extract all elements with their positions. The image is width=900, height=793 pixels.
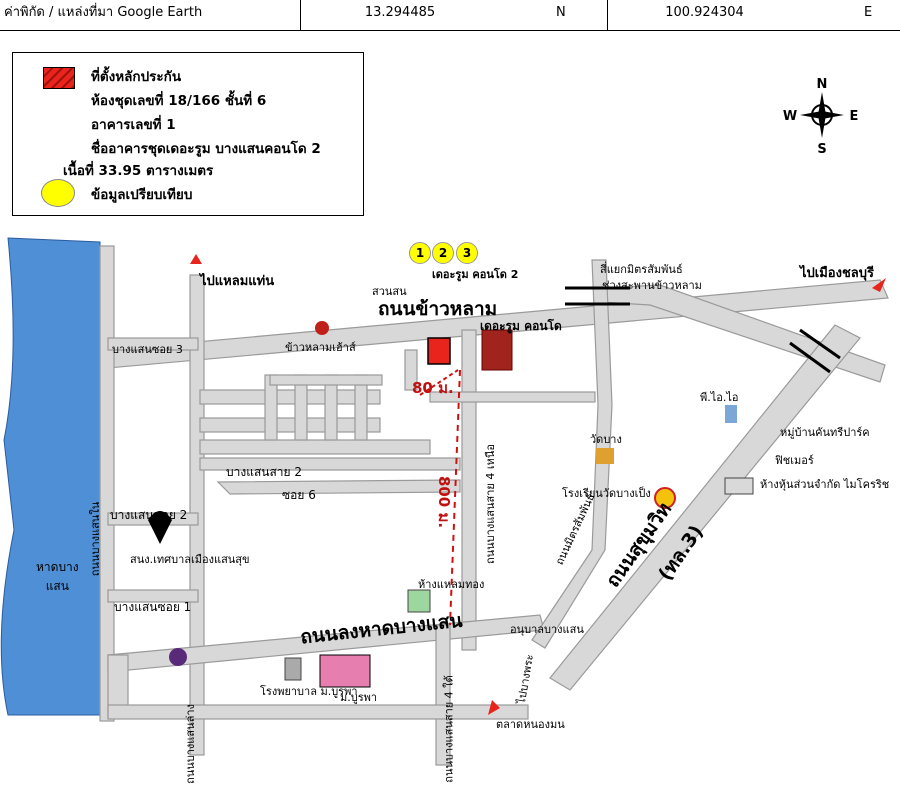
label-chonburi: ไปเมืองชลบุรี xyxy=(800,266,874,281)
legend-unit: ห้องชุดเลขที่ 18/166 ชั้นที่ 6 xyxy=(91,93,267,109)
label-beach: หาดบาง แสน xyxy=(36,560,79,593)
road-bangsaen-sai-2 xyxy=(199,457,461,471)
map-canvas xyxy=(0,237,889,766)
arrow-to-phaem-thaen xyxy=(190,254,202,264)
road-sai-4-north xyxy=(461,329,477,651)
grid-street xyxy=(199,389,381,405)
label-sai-4-south: ถนนบางแสนสาย 4 ใต้ xyxy=(442,675,456,783)
road-bangsaen-nai xyxy=(99,245,115,722)
label-soi-3: บางแสนซอย 3 xyxy=(112,343,183,356)
grid-street xyxy=(199,439,431,455)
coordinate-bar: ค่าพิกัด / แหล่งที่มา Google Earth 13.29… xyxy=(0,0,900,31)
label-bangsaen-lang: ถนนบางแสนล่าง xyxy=(183,704,197,784)
distance-line-80 xyxy=(419,369,459,396)
lane-to-condo xyxy=(429,391,596,403)
road-sukhumvit xyxy=(549,324,861,691)
arrow-to-chonburi xyxy=(872,278,886,292)
label-mall: ห้างแหลมทอง xyxy=(418,578,485,591)
label-municipality: สนง.เทศบาลเมืองแสนสุข xyxy=(130,553,250,566)
label-village: หมู่บ้านคันทรีปาร์ค xyxy=(780,426,870,439)
comparable-swatch xyxy=(41,179,75,207)
location-map: 1 2 3 เดอะรูม คอนโด 2 เดอะรูม คอนโด ถนนข… xyxy=(0,230,900,793)
compass-rose: N S E W xyxy=(783,78,859,154)
mall-icon xyxy=(407,589,431,613)
map-legend: ที่ตั้งหลักประกัน ห้องชุดเลขที่ 18/166 ช… xyxy=(12,52,364,216)
divider xyxy=(300,0,301,30)
label-bangsaen-sai-2: บางแสนสาย 2 xyxy=(226,465,303,479)
comparable-1: 1 xyxy=(409,242,431,264)
label-distance-80: 80 ม. xyxy=(412,379,454,397)
label-overpass: ช่วงสะพานข้าวหลาม xyxy=(602,279,702,292)
condo-building xyxy=(481,329,513,371)
label-university: ม.บูรพา xyxy=(340,691,378,704)
shell-station-icon xyxy=(654,487,676,509)
compass-n: N xyxy=(817,78,828,92)
label-sai-4-north: ถนนบางแสนสาย 4 เหนือ xyxy=(484,443,498,565)
latitude-dir: N xyxy=(556,5,566,20)
hospital-icon xyxy=(284,657,302,681)
temple-icon xyxy=(169,648,187,666)
legend-area: เนื้อที่ 33.95 ตารางเมตร xyxy=(63,163,214,179)
longitude-value: 100.924304 xyxy=(665,5,744,20)
label-condo-2: เดอะรูม คอนโด 2 xyxy=(432,268,519,281)
label-bangsaen-nai: ถนนบางแสนใน xyxy=(89,501,103,577)
sea-area xyxy=(0,237,105,716)
label-intersection: สี่แยกมิตรสัมพันธ์ xyxy=(600,263,683,276)
longitude-dir: E xyxy=(864,5,873,20)
legend-comparable: ข้อมูลเปรียบเทียบ xyxy=(91,187,193,203)
legend-building-name: ชื่ออาคารชุดเดอะรูม บางแสนคอนโด 2 xyxy=(91,141,321,157)
temple-building-icon xyxy=(596,448,614,464)
label-distance-800: 800 ม. xyxy=(435,475,454,529)
compass-needle-ew xyxy=(800,111,844,119)
restaurant-icon xyxy=(315,321,329,335)
label-khao-lam-road: ถนนข้าวหลาม xyxy=(378,298,498,320)
label-nongmon: ตลาดหนองมน xyxy=(496,718,565,731)
legend-building: อาคารเลขที่ 1 xyxy=(91,117,176,133)
coord-source-label: ค่าพิกัด / แหล่งที่มา Google Earth xyxy=(4,5,203,20)
comparable-2: 2 xyxy=(432,242,454,264)
lane-to-condo xyxy=(404,349,418,391)
label-suan: สวนสน xyxy=(372,285,407,298)
overpass xyxy=(789,328,841,374)
store-icon xyxy=(724,477,754,495)
distance-line-800 xyxy=(449,369,461,626)
label-soi-6: ซอย 6 xyxy=(282,488,316,502)
grid-street xyxy=(199,417,381,433)
label-anubal: อนุบาลบางแสน xyxy=(510,623,584,636)
soi-3-road xyxy=(107,337,199,351)
divider xyxy=(607,0,608,30)
label-school: โรงเรียนวัดบางเป็ง xyxy=(562,487,651,500)
arrow-to-bangphra xyxy=(488,700,500,715)
collateral-swatch xyxy=(43,67,75,89)
label-soi-2: บางแสนซอย 2 xyxy=(110,508,188,522)
road-south xyxy=(107,704,529,720)
label-store: ห้างหุ้นส่วนจำกัด ไมโครริช xyxy=(760,478,890,491)
label-makro: ฟิชเมอร์ xyxy=(775,454,814,467)
comparable-3: 3 xyxy=(456,242,478,264)
garuda-emblem-icon xyxy=(148,511,172,544)
collateral-marker xyxy=(427,337,451,365)
label-condo: เดอะรูม คอนโด xyxy=(480,319,562,333)
label-hospital: โรงพยาบาล ม.บูรพา xyxy=(260,685,358,698)
compass-w: W xyxy=(783,109,797,124)
label-phaem-thaen: ไปแหลมแท่น xyxy=(200,274,275,289)
pt-station-icon xyxy=(725,405,737,423)
road-sai-4-south xyxy=(435,624,451,766)
university-icon xyxy=(319,654,371,688)
latitude-value: 13.294485 xyxy=(364,5,436,20)
label-wat: วัดบาง xyxy=(590,433,622,446)
label-soi-1: บางแสนซอย 1 xyxy=(114,600,192,614)
grid-street xyxy=(269,374,383,386)
soi-1-road xyxy=(107,589,199,603)
compass-s: S xyxy=(817,142,826,154)
compass-e: E xyxy=(850,109,859,124)
label-pt: พี.ไอ.ไอ xyxy=(700,391,739,404)
legend-collateral-title: ที่ตั้งหลักประกัน xyxy=(91,69,182,85)
road-soi-6 xyxy=(216,479,461,495)
label-khao-lam-house: ข้าวหลามเฮ้าส์ xyxy=(285,341,356,354)
overpass xyxy=(565,286,630,306)
